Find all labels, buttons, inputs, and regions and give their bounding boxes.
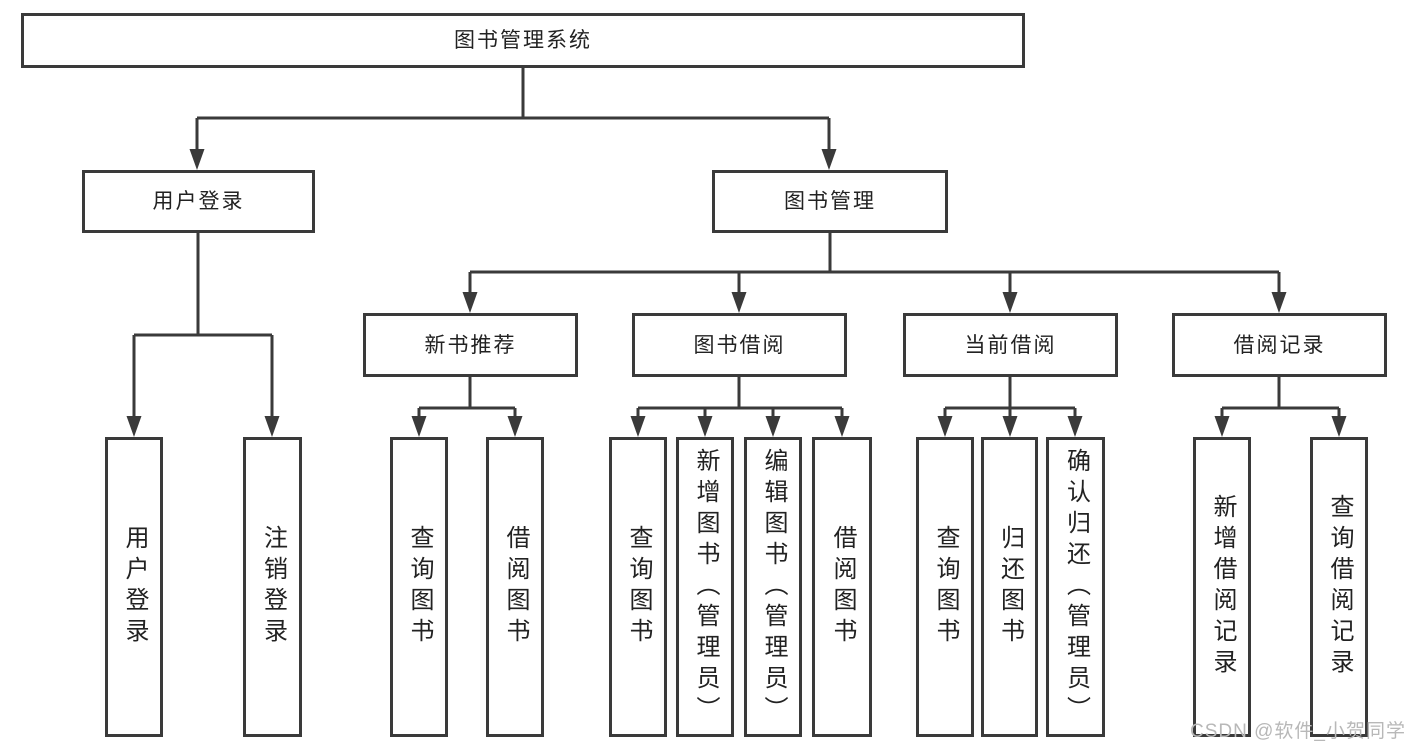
leaf-query-books-current-label: 查询图书 (932, 525, 959, 649)
node-book-management: 图书管理 (712, 170, 948, 233)
leaf-borrow-books: 借阅图书 (812, 437, 872, 737)
connector-borrow-split (638, 377, 842, 410)
node-book-management-label: 图书管理 (784, 190, 876, 213)
leaf-add-borrow-record-label: 新增借阅记录 (1209, 494, 1236, 680)
leaf-edit-book-admin-label: 编辑图书（管理员） (760, 447, 787, 727)
node-borrowing-records: 借阅记录 (1172, 313, 1387, 377)
watermark: CSDN @软件_小贺同学 (1190, 721, 1405, 742)
connector-bookmgmt-split (470, 233, 1279, 274)
node-book-borrowing: 图书借阅 (632, 313, 847, 377)
leaf-confirm-return-admin-label: 确认归还（管理员） (1062, 447, 1090, 727)
leaf-query-books-recommend: 查询图书 (390, 437, 448, 737)
leaf-query-borrow-record: 查询借阅记录 (1310, 437, 1368, 737)
leaf-user-login-label: 用户登录 (121, 525, 148, 649)
connector-newrec-split (419, 377, 515, 410)
node-root-label: 图书管理系统 (454, 29, 592, 52)
leaf-return-books-label: 归还图书 (996, 525, 1024, 649)
leaf-edit-book-admin: 编辑图书（管理员） (744, 437, 802, 737)
node-new-book-recommend: 新书推荐 (363, 313, 578, 377)
leaf-add-book-admin: 新增图书（管理员） (676, 437, 734, 737)
leaf-borrow-books-label: 借阅图书 (829, 525, 856, 649)
node-user-login: 用户登录 (82, 170, 315, 233)
connector-userlogin-split (134, 233, 272, 337)
node-book-borrowing-label: 图书借阅 (693, 333, 786, 357)
node-borrowing-records-label: 借阅记录 (1233, 333, 1326, 357)
leaf-add-book-admin-label: 新增图书（管理员） (692, 447, 719, 727)
leaf-borrow-books-recommend-label: 借阅图书 (502, 525, 529, 649)
connector-current-split (945, 377, 1075, 410)
leaf-user-login: 用户登录 (105, 437, 163, 737)
connector-records-split (1222, 377, 1339, 410)
node-current-borrowing-label: 当前借阅 (964, 333, 1057, 357)
leaf-query-books-borrow-label: 查询图书 (625, 525, 652, 649)
leaf-query-books-current: 查询图书 (916, 437, 974, 737)
leaf-return-books: 归还图书 (981, 437, 1038, 737)
leaf-logout-label: 注销登录 (259, 525, 287, 649)
connector-root-split (197, 68, 829, 120)
leaf-logout: 注销登录 (243, 437, 302, 737)
node-root: 图书管理系统 (21, 13, 1025, 68)
leaf-query-books-borrow: 查询图书 (609, 437, 667, 737)
node-current-borrowing: 当前借阅 (903, 313, 1118, 377)
leaf-query-books-recommend-label: 查询图书 (406, 525, 433, 649)
leaf-add-borrow-record: 新增借阅记录 (1193, 437, 1251, 737)
leaf-borrow-books-recommend: 借阅图书 (486, 437, 544, 737)
node-new-book-recommend-label: 新书推荐 (424, 333, 517, 357)
node-user-login-label: 用户登录 (152, 190, 245, 213)
leaf-query-borrow-record-label: 查询借阅记录 (1326, 494, 1353, 680)
leaf-confirm-return-admin: 确认归还（管理员） (1046, 437, 1105, 737)
